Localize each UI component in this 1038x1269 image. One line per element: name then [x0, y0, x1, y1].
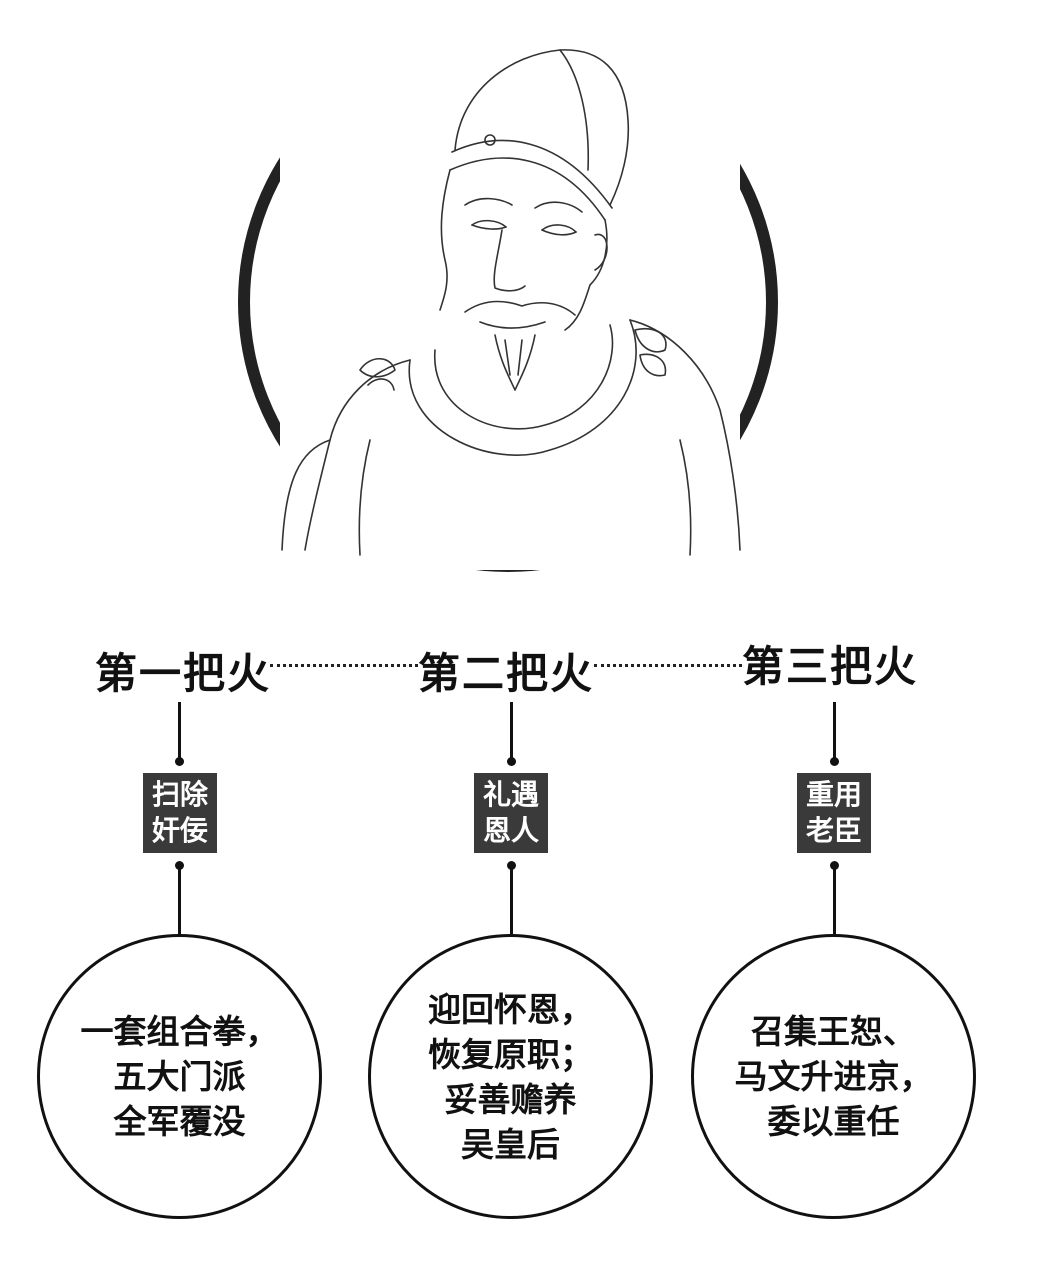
step-3-connector-top — [833, 702, 836, 762]
step-1-detail-line-1: 一套组合拳， — [80, 1012, 279, 1051]
step-2-connector-bottom — [510, 864, 513, 936]
step-3-connector-dot-top — [830, 757, 839, 766]
step-2-detail-line-3: 妥善赡养 — [444, 1079, 577, 1119]
step-2-detail-line-1: 迎回怀恩， — [428, 989, 593, 1029]
step-1-heading: 第一把火 — [95, 649, 272, 698]
step-1-tag-line-1: 扫除 — [151, 778, 208, 811]
step-3-tag-line-2: 老臣 — [805, 814, 862, 847]
step-1-tag-line-2: 奸佞 — [151, 814, 208, 847]
step-3-detail-circle: 召集王恕、 马文升进京， 委以重任 — [691, 934, 976, 1219]
step-3-connector-bottom — [833, 864, 836, 936]
step-1-detail-circle: 一套组合拳， 五大门派 全军覆没 — [37, 934, 322, 1219]
step-3-tag: 重用 老臣 — [797, 773, 871, 853]
step-3-detail-line-2: 马文升进京， — [734, 1057, 933, 1096]
step-2-detail-line-2: 恢复原职； — [428, 1034, 593, 1074]
step-3-detail-line-1: 召集王恕、 — [751, 1012, 916, 1051]
step-1-connector-top — [178, 702, 181, 762]
emperor-portrait-icon — [281, 49, 741, 556]
step-3-heading: 第三把火 — [742, 642, 919, 691]
step-2-connector-top — [510, 702, 513, 762]
step-1-connector-bottom — [178, 864, 181, 936]
dotted-connector-2-3 — [594, 664, 742, 667]
step-1-detail-line-3: 全军覆没 — [113, 1102, 246, 1141]
step-2-heading: 第二把火 — [418, 649, 595, 698]
step-2-tag-line-1: 礼遇 — [482, 778, 539, 811]
step-2-tag: 礼遇 恩人 — [474, 773, 548, 853]
step-1-connector-dot-top — [175, 757, 184, 766]
portrait-background — [280, 25, 740, 570]
dotted-connector-1-2 — [270, 664, 418, 667]
step-2-detail-circle: 迎回怀恩， 恢复原职； 妥善赡养 吴皇后 — [368, 934, 653, 1219]
step-2-tag-line-2: 恩人 — [482, 814, 539, 847]
step-3-detail-line-3: 委以重任 — [767, 1102, 900, 1141]
step-1-tag: 扫除 奸佞 — [143, 773, 217, 853]
step-1-detail-line-2: 五大门派 — [113, 1057, 246, 1096]
step-3-tag-line-1: 重用 — [805, 778, 862, 811]
step-2-connector-dot-top — [507, 757, 516, 766]
step-2-detail-line-4: 吴皇后 — [461, 1124, 560, 1164]
